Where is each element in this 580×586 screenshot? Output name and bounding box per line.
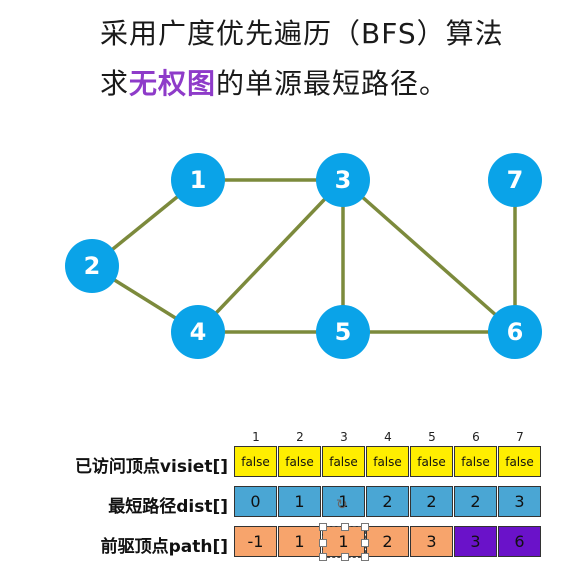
- node-5: 5: [316, 305, 370, 359]
- node-4: 4: [171, 305, 225, 359]
- node-1: 1: [171, 153, 225, 207]
- title-suffix: 的单源最短路径。: [216, 67, 449, 100]
- array-cell: 3: [498, 486, 541, 517]
- index-label: 3: [340, 430, 348, 444]
- index-label: 5: [428, 430, 436, 444]
- title-highlight: 无权图: [129, 67, 217, 100]
- array-cell: 3: [410, 526, 453, 557]
- node-circle: [488, 305, 542, 359]
- node-circle: [171, 153, 225, 207]
- graph-diagram: 1 2 3 4 5 6 7: [65, 153, 542, 359]
- array-cell: 2: [454, 486, 497, 517]
- array-cell: 2: [366, 486, 409, 517]
- node-7: 7: [488, 153, 542, 207]
- node-label: 1: [190, 166, 207, 194]
- array-cell: 1: [278, 526, 321, 557]
- array-cell: 2: [410, 486, 453, 517]
- rotate-icon[interactable]: ↻: [336, 497, 348, 513]
- array-cell: 0: [234, 486, 277, 517]
- array-cell: 1: [322, 526, 365, 557]
- title-prefix: 求: [100, 67, 130, 100]
- node-3: 3: [316, 153, 370, 207]
- edge-3-4: [196, 178, 345, 334]
- title-line-2: 求无权图的单源最短路径。: [100, 62, 580, 102]
- node-circle: [316, 153, 370, 207]
- array-cell: false: [234, 446, 277, 477]
- node-circle: [171, 305, 225, 359]
- array-cell: 1: [278, 486, 321, 517]
- node-label: 5: [335, 318, 352, 346]
- node-label: 3: [335, 166, 352, 194]
- node-label: 6: [507, 318, 524, 346]
- visited-label: 已访问顶点visiet[]: [74, 457, 228, 477]
- array-cell: false: [278, 446, 321, 477]
- array-cell: 3: [454, 526, 497, 557]
- node-label: 7: [507, 166, 524, 194]
- array-cell: false: [410, 446, 453, 477]
- array-cell: 2: [366, 526, 409, 557]
- array-cell: 6: [498, 526, 541, 557]
- title-text-1: 采用广度优先遍历（BFS）算法: [100, 17, 504, 50]
- edge-3-6: [341, 178, 517, 334]
- index-label: 4: [384, 430, 392, 444]
- node-circle: [316, 305, 370, 359]
- dist-label: 最短路径dist[]: [108, 497, 228, 517]
- node-label: 4: [190, 318, 207, 346]
- array-cell: 1: [322, 486, 365, 517]
- index-label: 2: [296, 430, 304, 444]
- index-label: 6: [472, 430, 480, 444]
- title-line-1: 采用广度优先遍历（BFS）算法: [100, 12, 580, 52]
- path-label: 前驱顶点path[]: [100, 537, 228, 557]
- node-circle: [488, 153, 542, 207]
- index-label: 7: [516, 430, 524, 444]
- array-cell: false: [366, 446, 409, 477]
- array-cell: false: [322, 446, 365, 477]
- node-circle: [65, 239, 119, 293]
- array-cell: false: [498, 446, 541, 477]
- node-2: 2: [65, 239, 119, 293]
- node-6: 6: [488, 305, 542, 359]
- array-cell: -1: [234, 526, 277, 557]
- node-label: 2: [84, 252, 101, 280]
- index-label: 1: [252, 430, 260, 444]
- array-cell: false: [454, 446, 497, 477]
